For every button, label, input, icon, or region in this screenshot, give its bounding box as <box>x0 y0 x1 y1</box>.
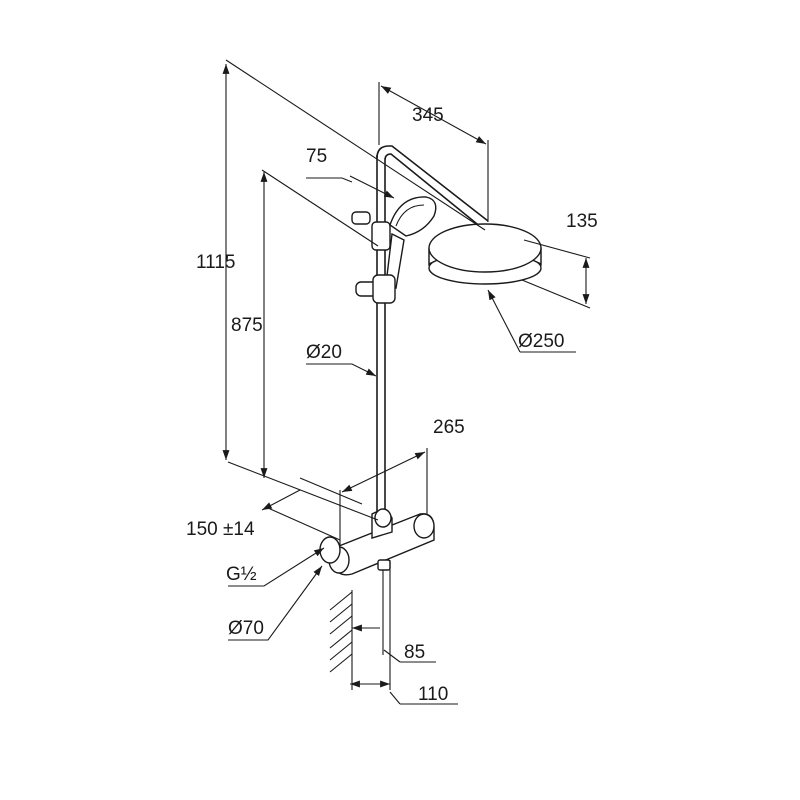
dim-mixer-width: 265 <box>433 417 465 438</box>
shower-product <box>319 145 542 576</box>
dimension-labels: 1115 875 345 75 135 Ø250 Ø20 265 150 ±14… <box>186 105 598 705</box>
dimension-lines <box>222 64 590 688</box>
dim-head-depth: 135 <box>566 211 598 232</box>
dim-wall-offset-a: 85 <box>404 642 425 663</box>
lower-holder <box>355 274 396 304</box>
dim-holder-offset: 75 <box>306 146 327 167</box>
dim-escutcheon-diameter: Ø70 <box>228 618 264 639</box>
upper-holder <box>351 211 391 251</box>
dim-wall-offset-b: 110 <box>418 684 448 705</box>
extension-lines <box>225 59 591 690</box>
dim-head-diameter: Ø250 <box>518 331 564 352</box>
leader-lines <box>228 177 576 705</box>
hand-shower <box>385 196 437 289</box>
shower-rail <box>376 155 386 520</box>
dim-arm-reach: 345 <box>412 105 444 126</box>
dim-inlet-spacing: 150 ±14 <box>186 519 255 540</box>
dim-total-height: 1115 <box>196 252 235 273</box>
dim-rail-height: 875 <box>231 315 263 336</box>
dim-thread: G½ <box>226 564 257 585</box>
overhead-arm <box>376 145 489 229</box>
rain-shower-head <box>428 223 542 285</box>
dim-rail-diameter: Ø20 <box>306 342 342 363</box>
thermostatic-mixer <box>328 508 435 576</box>
wall-escutcheon-left <box>319 536 341 564</box>
